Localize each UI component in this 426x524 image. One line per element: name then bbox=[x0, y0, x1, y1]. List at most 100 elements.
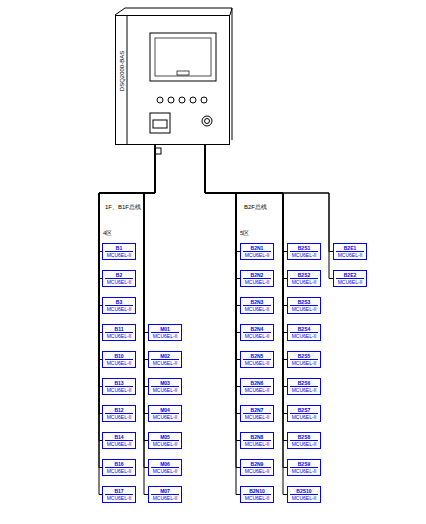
module-name: B2N9 bbox=[243, 461, 271, 468]
module-model: MCU6EL-II bbox=[151, 414, 179, 420]
control-module: B2N6MCU6EL-II bbox=[240, 378, 274, 395]
module-name: B16 bbox=[105, 461, 133, 468]
bus-wire bbox=[99, 145, 155, 414]
module-model: MCU6EL-II bbox=[243, 279, 271, 285]
module-model: MCU6EL-II bbox=[151, 387, 179, 393]
module-model: MCU6EL-II bbox=[105, 414, 133, 420]
module-model: MCU6EL-II bbox=[290, 468, 318, 474]
module-model: MCU6EL-II bbox=[151, 468, 179, 474]
bus-wire bbox=[99, 145, 155, 387]
module-name: B2S4 bbox=[290, 326, 318, 333]
module-name: B2S7 bbox=[290, 407, 318, 414]
module-name: B11 bbox=[105, 326, 133, 333]
module-model: MCU6EL-II bbox=[290, 441, 318, 447]
module-name: B2N4 bbox=[243, 326, 271, 333]
module-model: MCU6EL-II bbox=[151, 333, 179, 339]
control-module: B2S10MCU6EL-II bbox=[287, 486, 321, 503]
module-name: B2S2 bbox=[290, 272, 318, 279]
module-name: M06 bbox=[151, 461, 179, 468]
module-name: B1 bbox=[105, 245, 133, 252]
control-module: B2E1MCU6EL-II bbox=[333, 243, 367, 260]
module-name: M07 bbox=[151, 488, 179, 495]
control-module: B2N9MCU6EL-II bbox=[240, 459, 274, 476]
bus-wire bbox=[99, 145, 155, 252]
bus-wire bbox=[205, 145, 287, 279]
module-model: MCU6EL-II bbox=[105, 333, 133, 339]
module-model: MCU6EL-II bbox=[336, 252, 364, 258]
module-name: B2S5 bbox=[290, 353, 318, 360]
control-module: B2N7MCU6EL-II bbox=[240, 405, 274, 422]
control-module: B2S8MCU6EL-II bbox=[287, 432, 321, 449]
module-name: B2N1 bbox=[243, 245, 271, 252]
module-name: B2N2 bbox=[243, 272, 271, 279]
module-model: MCU6EL-II bbox=[105, 360, 133, 366]
module-name: B10 bbox=[105, 353, 133, 360]
bus-wire bbox=[99, 145, 155, 441]
control-module: B2S6MCU6EL-II bbox=[287, 378, 321, 395]
control-module: B10MCU6EL-II bbox=[102, 351, 136, 368]
module-name: B2S3 bbox=[290, 299, 318, 306]
control-module: B2N2MCU6EL-II bbox=[240, 270, 274, 287]
bus-wire bbox=[205, 145, 333, 279]
bus-wire bbox=[205, 145, 287, 495]
module-model: MCU6EL-II bbox=[243, 306, 271, 312]
module-name: M01 bbox=[151, 326, 179, 333]
module-model: MCU6EL-II bbox=[151, 360, 179, 366]
module-model: MCU6EL-II bbox=[290, 252, 318, 258]
zone-label: 4区 bbox=[102, 229, 113, 237]
bus-wire bbox=[205, 145, 287, 252]
bus-wire bbox=[99, 145, 155, 495]
module-name: B2S10 bbox=[290, 488, 318, 495]
control-module: B2N5MCU6EL-II bbox=[240, 351, 274, 368]
control-module: B12MCU6EL-II bbox=[102, 405, 136, 422]
bus-wire bbox=[205, 145, 287, 387]
control-module: M04MCU6EL-II bbox=[148, 405, 182, 422]
module-model: MCU6EL-II bbox=[105, 495, 133, 501]
module-name: B2E1 bbox=[336, 245, 364, 252]
bus-wire bbox=[205, 145, 240, 495]
module-model: MCU6EL-II bbox=[243, 495, 271, 501]
control-module: B2S2MCU6EL-II bbox=[287, 270, 321, 287]
control-module: B14MCU6EL-II bbox=[102, 432, 136, 449]
control-module: B11MCU6EL-II bbox=[102, 324, 136, 341]
module-name: B2N6 bbox=[243, 380, 271, 387]
module-name: B2S1 bbox=[290, 245, 318, 252]
module-model: MCU6EL-II bbox=[290, 414, 318, 420]
module-model: MCU6EL-II bbox=[151, 441, 179, 447]
module-name: B3 bbox=[105, 299, 133, 306]
control-module: M05MCU6EL-II bbox=[148, 432, 182, 449]
bus-wire bbox=[205, 145, 287, 414]
bus-wire bbox=[205, 145, 287, 333]
control-module: B2N1MCU6EL-II bbox=[240, 243, 274, 260]
module-model: MCU6EL-II bbox=[290, 306, 318, 312]
module-name: M02 bbox=[151, 353, 179, 360]
control-module: B3MCU6EL-II bbox=[102, 297, 136, 314]
bus-wire bbox=[144, 145, 155, 441]
module-name: B13 bbox=[105, 380, 133, 387]
control-module: M03MCU6EL-II bbox=[148, 378, 182, 395]
bus-wire bbox=[144, 145, 155, 414]
control-cabinet: DSQ2000-BAS bbox=[115, 15, 230, 145]
bus-wire bbox=[205, 145, 240, 333]
module-name: B2 bbox=[105, 272, 133, 279]
control-module: B1MCU6EL-II bbox=[102, 243, 136, 260]
control-module: B17MCU6EL-II bbox=[102, 486, 136, 503]
module-name: B2S8 bbox=[290, 434, 318, 441]
bus-wire bbox=[205, 145, 240, 252]
module-name: B17 bbox=[105, 488, 133, 495]
control-module: B2S9MCU6EL-II bbox=[287, 459, 321, 476]
bus-wire bbox=[205, 145, 240, 414]
module-name: B14 bbox=[105, 434, 133, 441]
module-model: MCU6EL-II bbox=[105, 279, 133, 285]
bus-wire bbox=[99, 145, 155, 333]
module-name: B2S9 bbox=[290, 461, 318, 468]
bus-label: B2F总线 bbox=[243, 203, 268, 211]
bus-wire bbox=[205, 145, 287, 441]
module-model: MCU6EL-II bbox=[243, 360, 271, 366]
module-model: MCU6EL-II bbox=[290, 387, 318, 393]
module-name: M05 bbox=[151, 434, 179, 441]
module-model: MCU6EL-II bbox=[105, 306, 133, 312]
control-module: B2MCU6EL-II bbox=[102, 270, 136, 287]
